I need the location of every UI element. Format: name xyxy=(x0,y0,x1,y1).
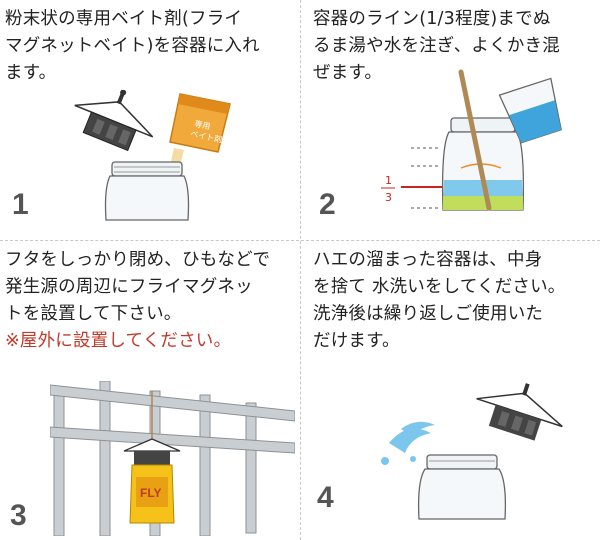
bait-fill xyxy=(443,196,523,210)
step-4-illustration xyxy=(381,383,563,520)
step-4-panel: ハエの溜まった容器は、中身 を捨て 水洗いをしてください。 洗浄後は繰り返しご使… xyxy=(301,241,600,540)
fly-trap-icon: FLY xyxy=(123,438,181,524)
trap-lid-icon xyxy=(476,383,563,441)
step-2-panel: 容器のライン(1/3程度)までぬ るま湯や水を注ぎ、よくかき混 ぜます。 1 3… xyxy=(301,0,600,240)
step-1-instructions: 粉末状の専用ベイト剤(フライ マグネットベイト)を容器に入れ ます。 xyxy=(5,6,295,87)
vertical-divider xyxy=(300,0,301,540)
step-3-line: 発生源の周辺にフライマグネッ xyxy=(5,277,253,297)
step-2-instructions: 容器のライン(1/3程度)までぬ るま湯や水を注ぎ、よくかき混 ぜます。 xyxy=(313,6,597,87)
step-2-illustration: 1 3 xyxy=(381,69,562,211)
step-3-panel: フタをしっかり閉め、ひもなどで 発生源の周辺にフライマグネッ トを設置して下さい… xyxy=(0,241,300,540)
step-4-instructions: ハエの溜まった容器は、中身 を捨て 水洗いをしてください。 洗浄後は繰り返しご使… xyxy=(313,247,597,355)
step-1-number: 1 xyxy=(12,188,29,221)
step-1-line: 粉末状の専用ベイト剤(フライ xyxy=(5,9,243,29)
fraction-numerator: 1 xyxy=(385,174,392,187)
step-2-line: ぜます。 xyxy=(313,63,383,83)
water-cup-icon xyxy=(498,77,562,144)
step-1-panel: 粉末状の専用ベイト剤(フライ マグネットベイト)を容器に入れ ます。 専用 ベイ… xyxy=(0,0,300,240)
jar-icon xyxy=(104,161,190,221)
jar-icon xyxy=(417,454,507,520)
step-2-line: 容器のライン(1/3程度)までぬ xyxy=(313,9,551,29)
trap-lid-icon xyxy=(74,90,154,152)
stirring-stick-icon xyxy=(458,69,492,211)
step-4-line: を捨て 水洗いをしてください。 xyxy=(313,277,566,297)
step-4-line: 洗浄後は繰り返しご使用いた xyxy=(313,304,544,324)
step-1-illustration: 専用 ベイト剤 xyxy=(74,90,231,221)
step-2-line: るま湯や水を注ぎ、よくかき混 xyxy=(313,36,560,56)
step-1-line: ます。 xyxy=(5,63,57,83)
outdoor-warning: ※屋外に設置してください。 xyxy=(5,331,232,351)
step-4-line: ハエの溜まった容器は、中身 xyxy=(313,250,543,270)
bait-packet-icon: 専用 ベイト剤 xyxy=(169,93,231,153)
step-3-number: 3 xyxy=(10,499,27,532)
step-3-illustration: FLY xyxy=(50,381,295,536)
trap-label: FLY xyxy=(140,486,162,500)
water-splash-icon xyxy=(381,421,435,465)
step-3-line: トを設置して下さい。 xyxy=(5,304,182,324)
step-3-instructions: フタをしっかり閉め、ひもなどで 発生源の周辺にフライマグネッ トを設置して下さい… xyxy=(5,247,295,355)
step-4-line: だけます。 xyxy=(313,331,400,351)
step-2-number: 2 xyxy=(319,188,336,221)
step-1-line: マグネットベイト)を容器に入れ xyxy=(5,36,260,56)
step-4-number: 4 xyxy=(317,481,334,514)
horizontal-divider xyxy=(0,240,600,241)
step-3-line: フタをしっかり閉め、ひもなどで xyxy=(5,250,271,270)
jar-icon xyxy=(441,117,525,211)
packet-label-1: 専用 xyxy=(194,118,212,131)
fraction-denominator: 3 xyxy=(385,191,392,204)
